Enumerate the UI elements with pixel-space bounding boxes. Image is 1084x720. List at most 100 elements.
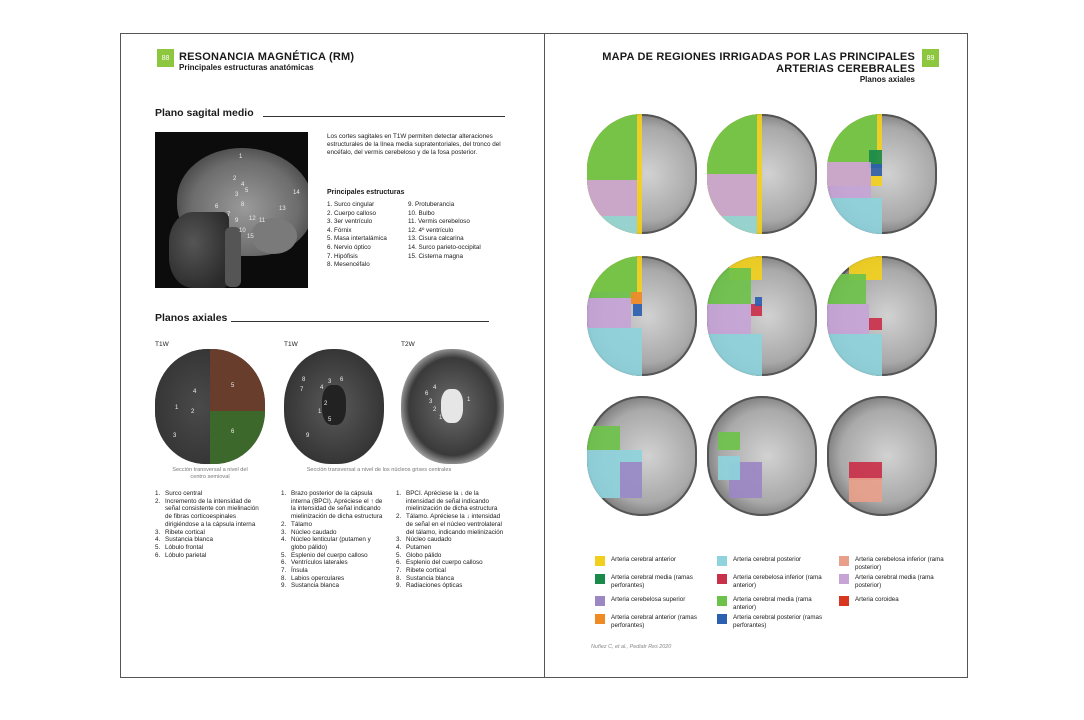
legend-swatch xyxy=(717,614,727,624)
axial-caption2: Sección transversal a nivel de los núcle… xyxy=(306,467,452,473)
right-title-line2: ARTERIAS CEREBRALES xyxy=(776,63,915,75)
territory-region xyxy=(631,292,642,304)
list-item-number: 4. xyxy=(396,543,402,551)
structure-item: 5. Masa intertalámica xyxy=(327,235,387,243)
page-number-right: 89 xyxy=(922,49,939,67)
axial1-label: 4 xyxy=(193,389,197,395)
list-item-number: 9. xyxy=(281,582,287,590)
list-item-number: 4. xyxy=(155,536,161,544)
structure-item: 8. Mesencéfalo xyxy=(327,261,370,269)
territory-region xyxy=(827,198,882,234)
legend-label: Arteria cerebral media (rama anterior) xyxy=(733,596,812,611)
axial-image1-tag: T1W xyxy=(155,341,169,348)
territory-region xyxy=(718,432,740,450)
legend-swatch xyxy=(717,556,727,566)
legend-item: Arteria cerebral media (rama posterior) xyxy=(839,574,949,589)
axial-territory-slice xyxy=(707,396,817,516)
axial3-label: 3 xyxy=(429,399,433,405)
list-item: 4.Sustancia blanca xyxy=(155,536,267,544)
left-page-title: RESONANCIA MAGNÉTICA (RM) xyxy=(179,51,355,63)
axial2-label: 2 xyxy=(324,401,328,407)
legend-swatch xyxy=(839,556,849,566)
list-item-number: 6. xyxy=(396,559,402,567)
axial1-label: 5 xyxy=(231,383,235,389)
list-item-text: Núcleo caudado xyxy=(406,536,452,544)
legend-label: Arteria cerebral anterior xyxy=(611,556,676,563)
territory-region xyxy=(587,298,631,328)
legend-item: Arteria coroidea xyxy=(839,596,949,606)
axial-territory-slice xyxy=(707,114,817,234)
list-item-number: 2. xyxy=(396,513,402,521)
axial-image1-left-half xyxy=(155,349,210,464)
list-item-text: Núcleo lenticular (putamen y globo pálid… xyxy=(291,536,371,551)
page-gutter xyxy=(544,34,545,677)
structure-item: 13. Cisura calcarina xyxy=(408,235,464,243)
list-item-number: 3. xyxy=(396,536,402,544)
legend-label: Arteria cerebral media (ramas perforante… xyxy=(611,574,693,589)
list-item-number: 8. xyxy=(281,574,287,582)
list-item-text: BPCI. Apréciese la ↓ de la intensidad de… xyxy=(406,490,498,513)
territory-region xyxy=(868,318,882,331)
list-item: 6.Lóbulo parietal xyxy=(155,552,267,560)
list-item: 8. Labios operculares xyxy=(281,575,385,583)
right-page: 89 MAPA DE REGIONES IRRIGADAS POR LAS PR… xyxy=(545,34,969,677)
legend-item: Arteria cerebral media (rama anterior) xyxy=(717,596,827,611)
list-item-number: 9. xyxy=(396,582,402,590)
legend-label: Arteria cerebral posterior xyxy=(733,556,802,563)
structure-item: 1. Surco cingular xyxy=(327,201,375,208)
legend-swatch xyxy=(717,596,727,606)
axial2-label: 8 xyxy=(302,377,306,383)
sagittal-description: Los cortes sagitales en T1W permiten det… xyxy=(327,133,501,157)
legend-swatch xyxy=(595,556,605,566)
sagittal-brainstem-shape xyxy=(225,227,241,287)
axial-list3: 1. BPCI. Apréciese la ↓ de la intensidad … xyxy=(396,490,508,590)
legend-swatch xyxy=(595,596,605,606)
list-item-number: 6. xyxy=(155,551,161,559)
list-item-number: 5. xyxy=(396,551,402,559)
list-item: 6.Esplenio del cuerpo calloso xyxy=(396,559,508,567)
territory-region xyxy=(633,304,642,316)
sagittal-mri-image: 1 2 3 4 5 6 7 8 9 10 11 12 13 14 15 xyxy=(155,132,308,288)
axial2-label: 6 xyxy=(340,377,344,383)
right-page-subtitle: Planos axiales xyxy=(859,75,915,84)
list-item-number: 1. xyxy=(396,490,402,497)
axial2-label: 5 xyxy=(328,417,332,423)
sagittal-cerebellum-shape xyxy=(251,218,297,254)
territory-region xyxy=(587,180,637,216)
figure-citation: Nuñez C, et al., Pediatr Res 2020 xyxy=(591,644,672,650)
list-item-text: Ribete cortical xyxy=(165,528,205,536)
territory-region xyxy=(707,114,757,174)
legend-label: Arteria coroidea xyxy=(855,596,899,603)
structure-item: 7. Hipófisis xyxy=(327,252,358,260)
sagittal-label: 2 xyxy=(233,176,237,182)
list-item-number: 4. xyxy=(281,536,287,544)
legend-label: Arteria cerebelosa inferior (rama poster… xyxy=(855,556,944,571)
structures-heading: Principales estructuras xyxy=(327,189,405,196)
axial3-label: 4 xyxy=(433,385,437,391)
territory-region xyxy=(587,328,642,376)
sagittal-face-shape xyxy=(169,212,229,288)
list-item-text: Incremento de la intensidad de señal con… xyxy=(165,497,259,528)
axial-territory-slice xyxy=(587,256,697,376)
structure-item: 4. Fórnix xyxy=(327,226,352,234)
territory-region xyxy=(868,150,882,168)
list-item-text: Radiaciones ópticas xyxy=(406,582,463,590)
structure-item: 14. Surco parieto-occipital xyxy=(408,243,481,251)
axial3-label: 6 xyxy=(425,391,429,397)
list-item: 7.Ínsula xyxy=(281,567,385,575)
list-item-text: Sustancia blanca xyxy=(406,574,454,582)
axial-list2: 1.Brazo posterior de la cápsula interna … xyxy=(281,490,385,590)
sagittal-label: 6 xyxy=(215,204,219,210)
territory-region xyxy=(620,462,642,498)
list-item-text: Tálamo xyxy=(291,520,312,528)
legend-item: Arteria cerebelosa inferior (rama anteri… xyxy=(717,574,827,589)
axial2-label: 9 xyxy=(306,433,310,439)
legend-swatch xyxy=(839,596,849,606)
list-item: 1.Brazo posterior de la cápsula interna … xyxy=(281,490,385,521)
sagittal-heading: Plano sagital medio xyxy=(155,107,254,119)
legend-item: Arteria cerebral anterior (ramas perfora… xyxy=(595,614,705,629)
list-item-text: Labios operculares xyxy=(291,574,345,582)
axial1-label: 6 xyxy=(231,429,235,435)
territory-region xyxy=(707,268,751,304)
